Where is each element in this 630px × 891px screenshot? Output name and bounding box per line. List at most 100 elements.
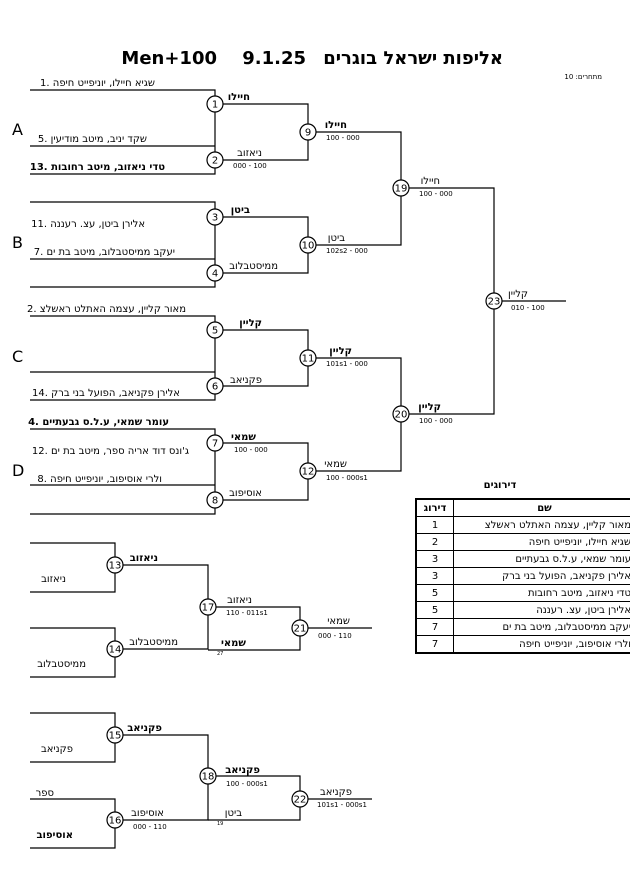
match-number: 12 [302,467,315,478]
m6-winner: פקניאב [230,375,262,386]
r18-bottom: ביטן [225,808,242,819]
match-circle-10: 10 [299,236,317,254]
entries: 1. שגיא חיילו, יוניפייט חיפה 5. שקד יניב… [27,78,189,485]
scores: 000 - 100 100 - 000 100 - 000 102s2 - 00… [233,134,545,482]
match-circle-17: 17 [199,598,217,616]
entry-7: 7. יעקב ממיסטבלוב, מיטב בת ים [34,247,175,258]
ranking-name: מאור קליין, עצמה האתלט ראשלצ [453,516,630,534]
match-circle-22: 22 [291,790,309,808]
r22-score: 101s1 - 000s1 [317,801,367,809]
match-circle-20: 20 [392,405,410,423]
m23-score: 010 - 100 [511,304,545,312]
ranking-name: עומר שמאי, ע.ל.ס גבעתיים [453,550,630,568]
ranking-rank: 5 [415,601,454,619]
match-number: 18 [202,772,215,783]
match-circle-8: 8 [206,491,224,509]
r13-winner: ניאזוב [130,553,158,564]
match-number: 7 [212,439,218,450]
r14-entry: ממיסטבלוב [37,659,86,670]
pool-b: B [12,233,23,252]
match-number: 6 [212,382,218,393]
r15-winner: פקניאב [127,723,162,734]
ranking-name: שגיא חיילו, יוניפייט חיפה [453,533,630,551]
participant-count: מתחרים: 10 [564,73,602,81]
entry-14: 14. אלירן פקניאב, הפועל בני ברק [32,388,180,399]
ranking-rank: 2 [415,533,454,551]
pool-c: C [12,347,23,366]
match-number: 23 [488,297,501,308]
r16-entry-2: אוסיפוב [36,830,73,841]
r18-score: 100 - 000s1 [226,780,268,788]
tournament-date: 9.1.25 [242,48,306,69]
ranking-name: אלירן פקניאב, הפועל בני ברק [453,567,630,585]
m19-score: 100 - 000 [419,190,453,198]
ranking-rank: 3 [415,550,454,568]
m12-score: 100 - 000s1 [326,474,368,482]
ranking-rank: 7 [415,618,454,636]
match-number: 2 [212,156,218,167]
m1-winner: חיילו [228,92,250,103]
match-circle-12: 12 [299,462,317,480]
m4-winner: ממיסטבלוב [229,261,278,272]
ranking-rank: 3 [415,567,454,585]
match-circle-11: 11 [299,349,317,367]
ranking-name: יעקב ממיסטבלוב, מיטב בת ים [453,618,630,636]
m20-score: 100 - 000 [419,417,453,425]
r18-winner: פקניאב [225,765,260,776]
match-circle-1: 1 [206,95,224,113]
repechage-labels: ניאזוב ניאזוב ממיסטבלוב ממיסטבלוב ניאזוב… [36,553,352,841]
match-number: 14 [109,645,122,656]
match-circle-7: 7 [206,434,224,452]
ranking-title: דירוגים [483,480,517,491]
r15-entry: פקניאב [41,744,73,755]
match-number: 16 [109,816,122,827]
repechage-scores: 110 - 011s1 27 000 - 110 000 - 110 100 -… [133,609,367,831]
match-circle-15: 15 [106,726,124,744]
entry-1: 1. שגיא חיילו, יוניפייט חיפה [40,78,155,89]
match-number: 15 [109,731,122,742]
weight-category: Men+100 [121,48,217,69]
match-circle-9: 9 [299,123,317,141]
r16-entry-1: ספר [36,788,54,799]
match-number: 5 [212,326,218,337]
r14-winner: ממיסטבלוב [129,637,178,648]
match-number: 19 [395,184,408,195]
match-number: 4 [212,269,218,280]
ranking-col-rank: דירוג [415,498,454,517]
pool-d: D [12,461,24,480]
match-number: 10 [302,241,315,252]
r21-winner: שמאי [327,616,350,627]
r13-entry: ניאזוב [41,574,66,585]
entry-12: 12. ג'ונס דוד אריה ספר, מיטב בת ים [32,446,189,457]
r17-score: 110 - 011s1 [226,609,268,617]
m5-winner: קליין [239,318,262,329]
ranking-rank: 7 [415,635,454,654]
match-circle-6: 6 [206,377,224,395]
m12-winner: שמאי [324,459,347,470]
pool-a: A [12,120,23,139]
ranking-col-name: שם [453,498,630,517]
ranking-rank: 5 [415,584,454,602]
ranking-name: טדי ניאזוב, מיטב רחובות [453,584,630,602]
winner-labels: חיילו ניאזוב ביטן ממיסטבלוב קליין פקניאב… [228,92,528,499]
r22-winner: פקניאב [320,787,352,798]
r17-bottom: שמאי [221,638,246,649]
m8-winner: אוסיפוב [229,488,262,499]
m19-winner: חיילו [421,176,440,187]
m10-winner: ביטן [328,233,345,244]
match-circle-16: 16 [106,811,124,829]
match-circle-2: 2 [206,151,224,169]
match-circle-13: 13 [106,556,124,574]
match-circle-4: 4 [206,264,224,282]
m9-score: 100 - 000 [326,134,360,142]
match-number: 22 [294,795,307,806]
match-number: 3 [212,213,218,224]
m2-winner: ניאזוב [237,148,262,159]
